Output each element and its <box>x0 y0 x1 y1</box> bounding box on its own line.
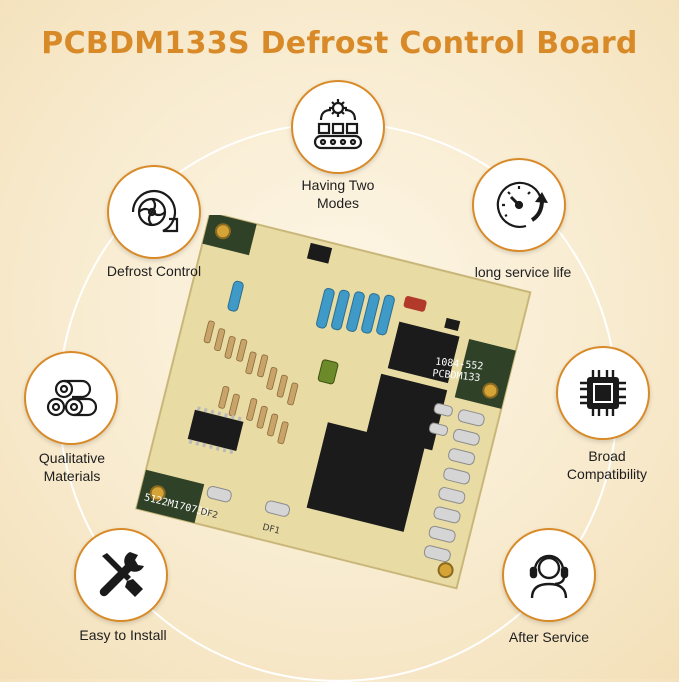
capacitor <box>317 359 339 385</box>
film-capacitor <box>403 296 427 312</box>
wrench-screwdriver-icon <box>99 552 144 597</box>
material-rolls-icon <box>46 379 98 417</box>
ic-chip <box>187 409 244 451</box>
feature-label-materials: Qualitative Materials <box>38 450 106 484</box>
relay-small <box>387 321 460 384</box>
board-label-df1: DF1 <box>261 523 281 537</box>
speedometer-arrow-icon <box>496 181 548 228</box>
resistor <box>227 280 244 312</box>
feature-label-service: After Service <box>508 629 590 645</box>
feature-label-life: long service life <box>474 264 572 280</box>
board-part-number: 1084-552 <box>435 357 484 373</box>
relay-medium <box>366 373 448 451</box>
feature-label-compat: Broad Compatibility <box>566 448 648 482</box>
feature-circle-install <box>74 528 168 622</box>
board-model-number: PCBDM133 <box>432 368 481 384</box>
pcb-corner-pad <box>454 339 516 409</box>
headset-support-icon <box>529 554 569 599</box>
feature-circle-modes <box>291 80 385 174</box>
fan-blower-icon <box>131 189 179 233</box>
jumper <box>444 317 461 332</box>
pcb-corner-pad <box>136 469 205 524</box>
page-title: PCBDM133S Defrost Control Board <box>41 26 638 61</box>
resistor <box>361 293 380 334</box>
feature-circle-service <box>502 528 596 622</box>
feature-label-install: Easy to Install <box>79 627 167 643</box>
circuit-board-illustration: 1084-552 PCBDM133 5122M170739 DF2 DF1 <box>135 211 532 590</box>
board-label-df2: DF2 <box>199 507 219 521</box>
resistor <box>346 291 365 332</box>
chip-icon <box>580 370 626 416</box>
product-image-board: 1084-552 PCBDM133 5122M170739 DF2 DF1 <box>120 211 560 615</box>
resistor <box>316 288 335 329</box>
feature-circle-materials <box>24 351 118 445</box>
pin-header <box>306 242 333 264</box>
resistor <box>331 289 350 331</box>
feature-circle-defrost <box>107 165 201 259</box>
resistor <box>376 294 395 336</box>
feature-circle-compat <box>556 346 650 440</box>
feature-label-modes: Having Two Modes <box>301 177 375 211</box>
relay-large <box>306 422 425 532</box>
feature-label-defrost: Defrost Control <box>106 263 202 279</box>
conveyor-gear-icon <box>313 99 363 150</box>
feature-circle-life <box>472 158 566 252</box>
